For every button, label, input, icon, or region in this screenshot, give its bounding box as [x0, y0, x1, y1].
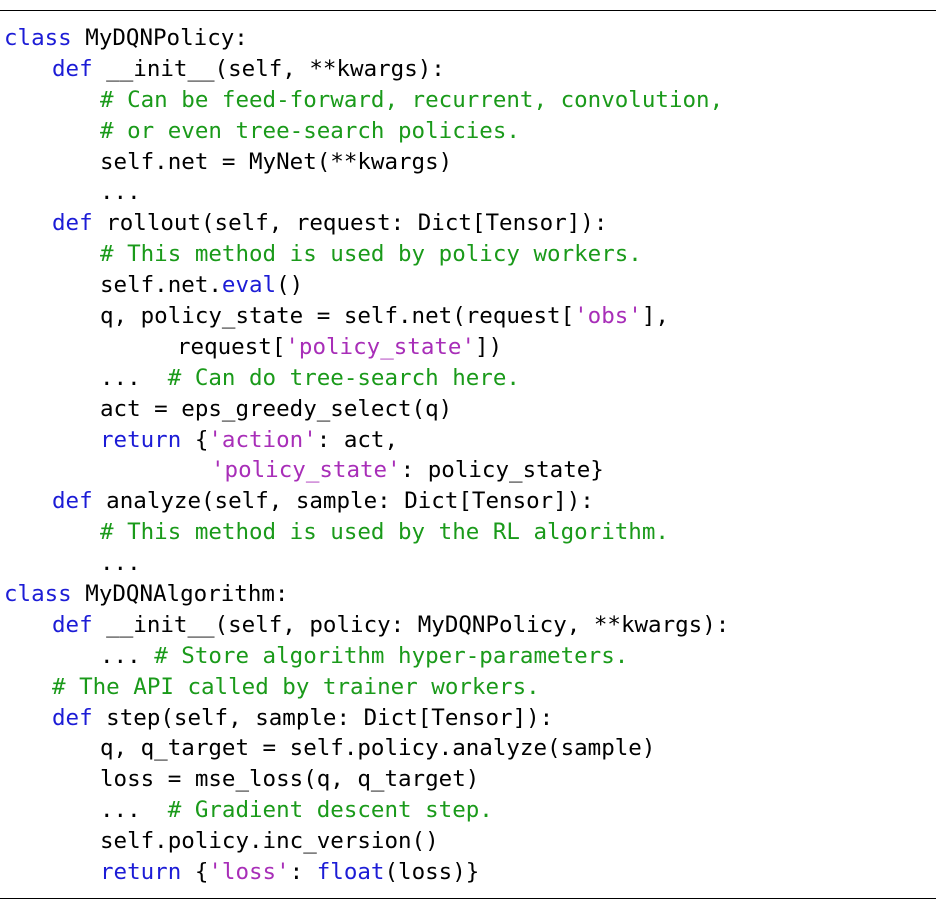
code-text-token: q, policy_state = self.net(request[ [100, 303, 575, 330]
code-line: self.policy.inc_version() [4, 826, 729, 857]
code-line: q, policy_state = self.net(request['obs'… [4, 301, 729, 332]
code-line: ... # Can do tree-search here. [4, 363, 729, 394]
code-text-token: { [181, 859, 209, 886]
top-rule [0, 10, 936, 11]
code-text-token: MyDQNPolicy: [71, 25, 248, 51]
builtin-token: eval [221, 272, 277, 299]
comment-token: # Can do tree-search here. [167, 364, 520, 391]
string-token: 'loss' [208, 859, 290, 886]
code-line: self.net = MyNet(**kwargs) [4, 147, 729, 178]
code-line: # The API called by trainer workers. [4, 672, 729, 703]
keyword-token: def [52, 55, 93, 82]
code-line: self.net.eval() [4, 270, 729, 301]
code-text-token: loss = mse_loss(q, q_target) [100, 766, 480, 793]
code-text-token: step(self, sample: Dict[Tensor]): [92, 704, 554, 731]
code-text-token: : policy_state} [400, 457, 604, 484]
code-text-token: : act, [316, 426, 399, 453]
comment-token: # This method is used by policy workers. [100, 241, 642, 268]
code-text-token: analyze(self, sample: Dict[Tensor]): [92, 488, 594, 515]
code-text-token: q, q_target = self.policy.analyze(sample… [100, 735, 656, 762]
string-token: 'obs' [574, 303, 642, 330]
comment-token: # Store algorithm hyper-parameters. [154, 642, 629, 669]
string-token: 'action' [208, 426, 317, 453]
code-text-token: MyDQNAlgorithm: [71, 581, 289, 608]
code-text-token: __init__(self, **kwargs): [92, 55, 445, 82]
code-text-token: { [181, 426, 209, 453]
code-line: ... # Store algorithm hyper-parameters. [4, 641, 729, 672]
code-line: return {'loss': float(loss)} [4, 857, 729, 888]
code-text-token: ... [100, 364, 168, 391]
string-token: 'policy_state' [285, 333, 476, 360]
code-line: # This method is used by the RL algorith… [4, 517, 729, 548]
code-line: # This method is used by policy workers. [4, 239, 729, 270]
code-text-token: (loss)} [384, 859, 480, 886]
code-text-token: ... [100, 797, 168, 824]
bottom-rule [0, 898, 936, 899]
code-line: class MyDQNPolicy: [4, 23, 729, 54]
builtin-token: float [316, 859, 385, 886]
code-text-token: ]) [475, 333, 503, 360]
keyword-token: return [100, 426, 182, 453]
code-text-token: __init__(self, policy: MyDQNPolicy, **kw… [92, 611, 730, 638]
code-line: def step(self, sample: Dict[Tensor]): [4, 703, 729, 734]
code-line: q, q_target = self.policy.analyze(sample… [4, 733, 729, 764]
code-text-token: self.net. [100, 272, 222, 299]
code-line: request['policy_state']) [4, 332, 729, 363]
code-text-token: request[ [177, 333, 286, 360]
code-line: ... [4, 177, 729, 208]
code-text-token: () [276, 272, 304, 299]
keyword-token: def [52, 210, 93, 237]
code-line: # Can be feed-forward, recurrent, convol… [4, 85, 729, 116]
code-line: # or even tree-search policies. [4, 116, 729, 147]
code-text-token: self.net = MyNet(**kwargs) [100, 148, 453, 175]
keyword-token: return [100, 859, 182, 886]
keyword-token: def [52, 611, 93, 638]
code-text-token: : [289, 859, 317, 886]
code-line: return {'action': act, [4, 425, 729, 456]
code-line: class MyDQNAlgorithm: [4, 579, 729, 610]
comment-token: # The API called by trainer workers. [52, 673, 540, 700]
code-line: def __init__(self, policy: MyDQNPolicy, … [4, 610, 729, 641]
code-line: loss = mse_loss(q, q_target) [4, 764, 729, 795]
keyword-token: class [4, 581, 72, 608]
code-line: ... # Gradient descent step. [4, 795, 729, 826]
code-text-token: rollout(self, request: Dict[Tensor]): [92, 210, 608, 237]
comment-token: # Gradient descent step. [167, 797, 493, 824]
keyword-token: def [52, 704, 93, 731]
code-text-token: ... [100, 179, 141, 206]
code-line: def analyze(self, sample: Dict[Tensor]): [4, 486, 729, 517]
keyword-token: def [52, 488, 93, 515]
code-line: act = eps_greedy_select(q) [4, 394, 729, 425]
code-text-token: self.policy.inc_version() [100, 828, 439, 855]
code-text-token: ... [100, 550, 141, 577]
code-line: def rollout(self, request: Dict[Tensor])… [4, 208, 729, 239]
keyword-token: class [4, 25, 72, 51]
code-listing: class MyDQNPolicy:def __init__(self, **k… [4, 23, 729, 888]
code-line: def __init__(self, **kwargs): [4, 54, 729, 85]
code-text-token: ... [100, 642, 155, 669]
comment-token: # or even tree-search policies. [100, 117, 520, 144]
code-line: ... [4, 548, 729, 579]
code-text-token: ], [641, 303, 669, 330]
string-token: 'policy_state' [211, 457, 401, 484]
comment-token: # This method is used by the RL algorith… [100, 519, 669, 546]
comment-token: # Can be feed-forward, recurrent, convol… [100, 86, 724, 113]
code-text-token: act = eps_greedy_select(q) [100, 395, 453, 422]
code-line: 'policy_state': policy_state} [4, 455, 729, 486]
